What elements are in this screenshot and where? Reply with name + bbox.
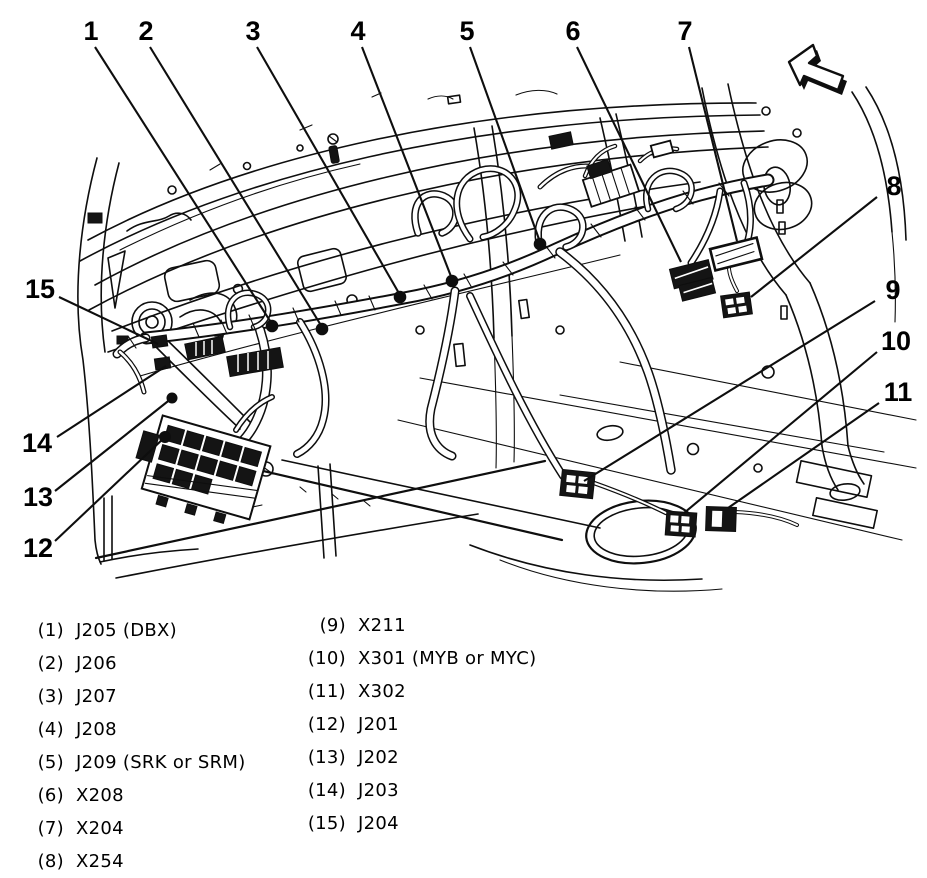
connector-x208 — [668, 259, 717, 302]
connector-x254 — [720, 291, 753, 319]
callout-3: 3 — [245, 16, 260, 46]
legend-item-label: X208 — [76, 785, 124, 806]
legend-item: (11) X302 — [296, 675, 536, 708]
callout-2: 2 — [138, 16, 153, 46]
relay-block — [581, 158, 641, 208]
connector-x204 — [708, 235, 764, 273]
legend-item-number: (5) — [37, 752, 64, 773]
legend-item-label: J202 — [358, 747, 399, 768]
legend-item: (3) J207 — [24, 680, 246, 713]
leader-line-7 — [687, 46, 739, 242]
leader-line-5 — [469, 46, 541, 243]
leader-line-1 — [94, 46, 273, 325]
callout-1: 1 — [83, 16, 98, 46]
legend-item: (1) J205 (DBX) — [24, 614, 246, 647]
legend-item: (9) X211 — [296, 609, 536, 642]
connector-x302 — [705, 505, 737, 533]
callout-15: 15 — [25, 274, 55, 304]
callout-5: 5 — [459, 16, 474, 46]
legend-item-number: (9) — [319, 615, 346, 636]
legend-item-label: X204 — [76, 818, 124, 839]
legend-item-number: (12) — [307, 714, 346, 735]
leader-line-4 — [361, 46, 453, 280]
leader-line-11 — [727, 402, 880, 509]
callout-6: 6 — [565, 16, 580, 46]
legend-item-number: (6) — [37, 785, 64, 806]
leader-line-8 — [750, 196, 878, 298]
callout-14: 14 — [22, 428, 52, 458]
callout-10: 10 — [881, 326, 911, 356]
leader-line-6 — [576, 46, 682, 263]
connector-x211 — [559, 468, 596, 500]
legend-item-number: (10) — [307, 648, 346, 669]
legend-item-number: (11) — [307, 681, 346, 702]
legend-item-label: J209 (SRK or SRM) — [76, 752, 246, 773]
legend-item: (7) X204 — [24, 812, 246, 845]
callout-8: 8 — [886, 171, 901, 201]
callout-7: 7 — [677, 16, 692, 46]
legend-item: (2) J206 — [24, 647, 246, 680]
legend-item-label: J204 — [358, 813, 399, 834]
callout-13: 13 — [23, 482, 53, 512]
leader-line-14 — [56, 365, 167, 438]
callout-numbers: 1 2 3 4 5 6 7 8 9 10 11 12 13 14 15 — [22, 16, 912, 563]
legend-item-number: (8) — [37, 851, 64, 872]
legend-column-2: (9) X211 (10) X301 (MYB or MYC) (11) X302 (… — [296, 609, 536, 840]
legend-item: (14) J203 — [296, 774, 536, 807]
legend-item: (15) J204 — [296, 807, 536, 840]
left-body-panel — [77, 157, 337, 565]
callout-12: 12 — [23, 533, 53, 563]
legend-item-number: (14) — [307, 780, 346, 801]
legend-item-number: (2) — [37, 653, 64, 674]
leader-line-3 — [256, 46, 401, 296]
legend-item-label: X254 — [76, 851, 124, 872]
legend-item-label: J203 — [358, 780, 399, 801]
legend-item-label: J205 (DBX) — [76, 620, 177, 641]
legend-item-label: J201 — [358, 714, 399, 735]
leader-line-12 — [54, 436, 166, 542]
legend-item-number: (4) — [37, 719, 64, 740]
legend-item: (6) X208 — [24, 779, 246, 812]
legend-item-label: X211 — [358, 615, 406, 636]
legend-column-1: (1) J205 (DBX) (2) J206 (3) J207 (4) J208 (5… — [24, 614, 246, 878]
legend-item-label: J207 — [76, 686, 117, 707]
legend-item: (13) J202 — [296, 741, 536, 774]
legend-item-number: (3) — [37, 686, 64, 707]
leader-line-15 — [58, 296, 159, 345]
connector-x301 — [664, 510, 698, 538]
legend-item-number: (15) — [307, 813, 346, 834]
legend-item-number: (7) — [37, 818, 64, 839]
right-a-pillar — [701, 83, 907, 491]
leader-lines — [54, 46, 880, 542]
fuse-block — [135, 414, 272, 524]
junction-combs — [184, 335, 284, 378]
legend-item: (5) J209 (SRK or SRM) — [24, 746, 246, 779]
legend-item-label: J208 — [76, 719, 117, 740]
callout-11: 11 — [884, 377, 913, 407]
leader-line-10 — [683, 351, 878, 514]
legend-item-number: (13) — [307, 747, 346, 768]
legend-item-label: X302 — [358, 681, 406, 702]
callout-4: 4 — [350, 16, 365, 46]
legend-item: (4) J208 — [24, 713, 246, 746]
legend-item-label: J206 — [76, 653, 117, 674]
legend-item: (12) J201 — [296, 708, 536, 741]
floor-pan — [198, 361, 917, 592]
legend-item-number: (1) — [37, 620, 64, 641]
callout-9: 9 — [885, 275, 900, 305]
leader-line-9 — [583, 300, 876, 482]
leader-line-2 — [149, 46, 323, 328]
leader-line-13 — [54, 397, 173, 492]
legend-item: (10) X301 (MYB or MYC) — [296, 642, 536, 675]
legend-item: (8) X254 — [24, 845, 246, 878]
front-direction-arrow-icon — [787, 43, 847, 95]
connectors — [150, 131, 764, 538]
legend-item-label: X301 (MYB or MYC) — [358, 648, 537, 669]
